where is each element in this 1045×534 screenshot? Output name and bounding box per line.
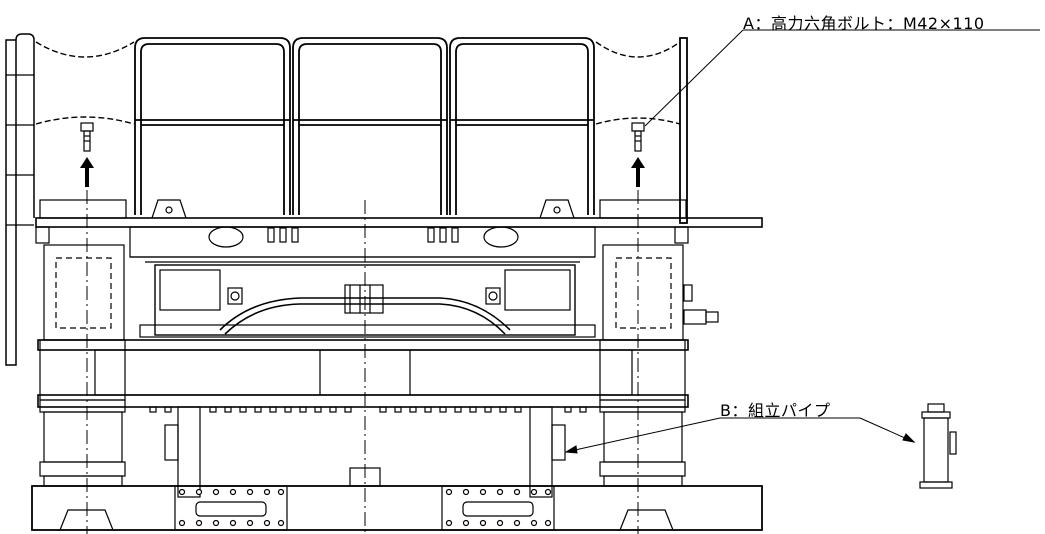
left-column bbox=[39, 244, 126, 487]
left-ladder bbox=[5, 33, 35, 366]
callout-a-label: A：高力六角ボルト：M42×110 bbox=[743, 14, 985, 33]
rivet-row bbox=[149, 406, 587, 413]
chains bbox=[35, 41, 681, 125]
bolt-a-left bbox=[80, 122, 94, 152]
assembly-pipe-detail bbox=[919, 403, 957, 489]
callout-b-label: B：組立パイプ bbox=[720, 401, 831, 420]
guard-panels bbox=[134, 37, 688, 224]
center-line bbox=[86, 190, 639, 534]
arrow-up-right-icon bbox=[631, 157, 645, 187]
base-frame bbox=[31, 467, 763, 531]
top-deck bbox=[35, 199, 763, 263]
right-column bbox=[599, 244, 719, 487]
base-bolt-holes bbox=[178, 488, 552, 527]
leader-line-b bbox=[564, 417, 916, 454]
central-mechanism bbox=[37, 264, 689, 498]
leader-line-a bbox=[644, 29, 1040, 127]
arrow-up-left-icon bbox=[80, 157, 94, 187]
bolt-a-right bbox=[631, 122, 645, 152]
